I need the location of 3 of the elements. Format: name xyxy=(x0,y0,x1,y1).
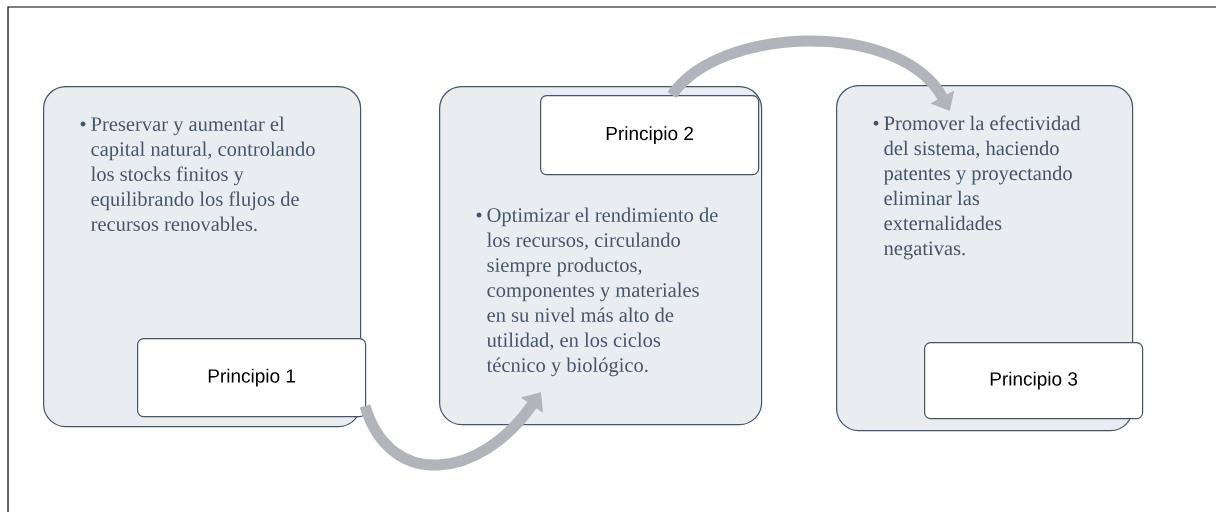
curved-arrow xyxy=(667,35,955,111)
title-box: Principio 2 xyxy=(540,95,760,176)
curved-arrow xyxy=(359,392,543,471)
